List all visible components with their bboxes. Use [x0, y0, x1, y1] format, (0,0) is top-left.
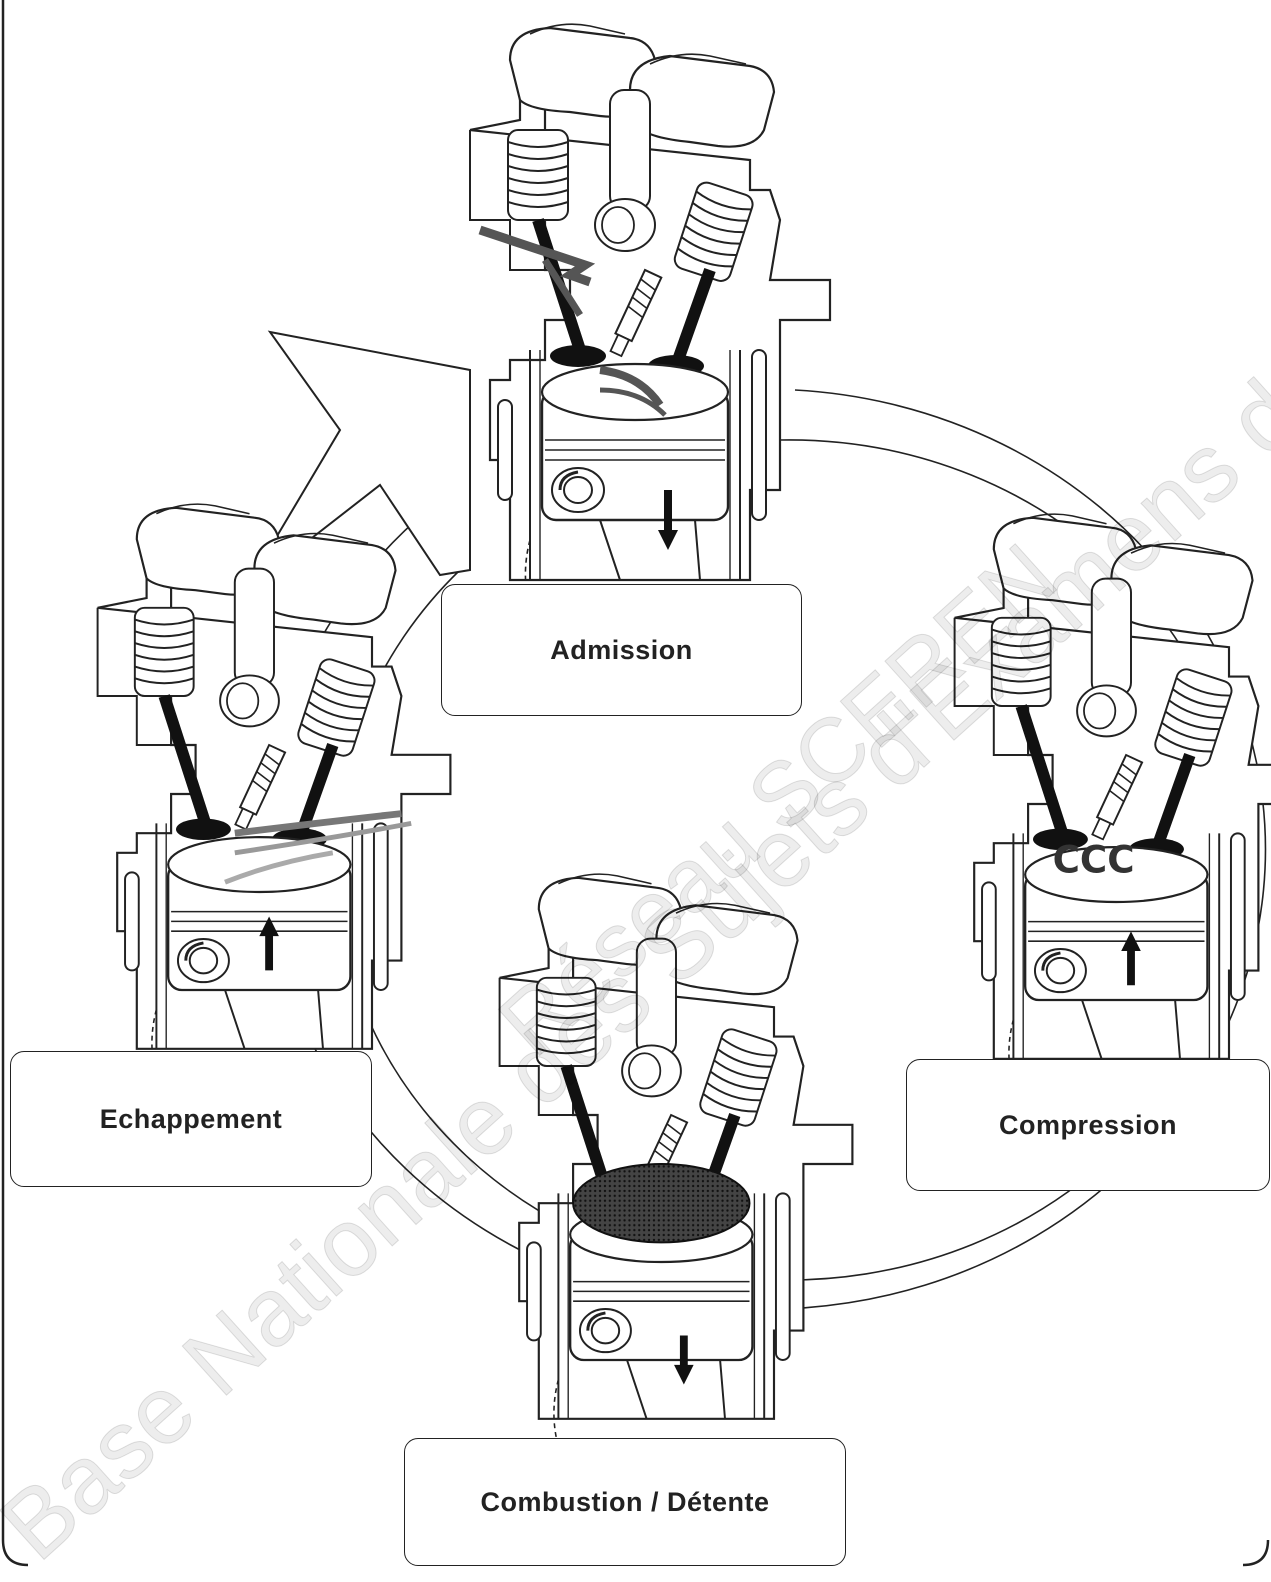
page-border-left	[3, 0, 28, 1565]
engine-compression-illustration: CCC	[955, 514, 1271, 1078]
engine-admission-illustration	[470, 24, 830, 600]
label-compression: Compression	[906, 1059, 1270, 1191]
engine-combustion-illustration	[500, 874, 853, 1438]
label-combustion-detente: Combustion / Détente	[404, 1438, 846, 1566]
svg-text:CCC: CCC	[1053, 838, 1135, 882]
engine-echappement-illustration	[98, 504, 451, 1068]
page-border-right	[1243, 1540, 1268, 1565]
label-admission: Admission	[441, 584, 802, 716]
label-echappement: Echappement	[10, 1051, 372, 1187]
